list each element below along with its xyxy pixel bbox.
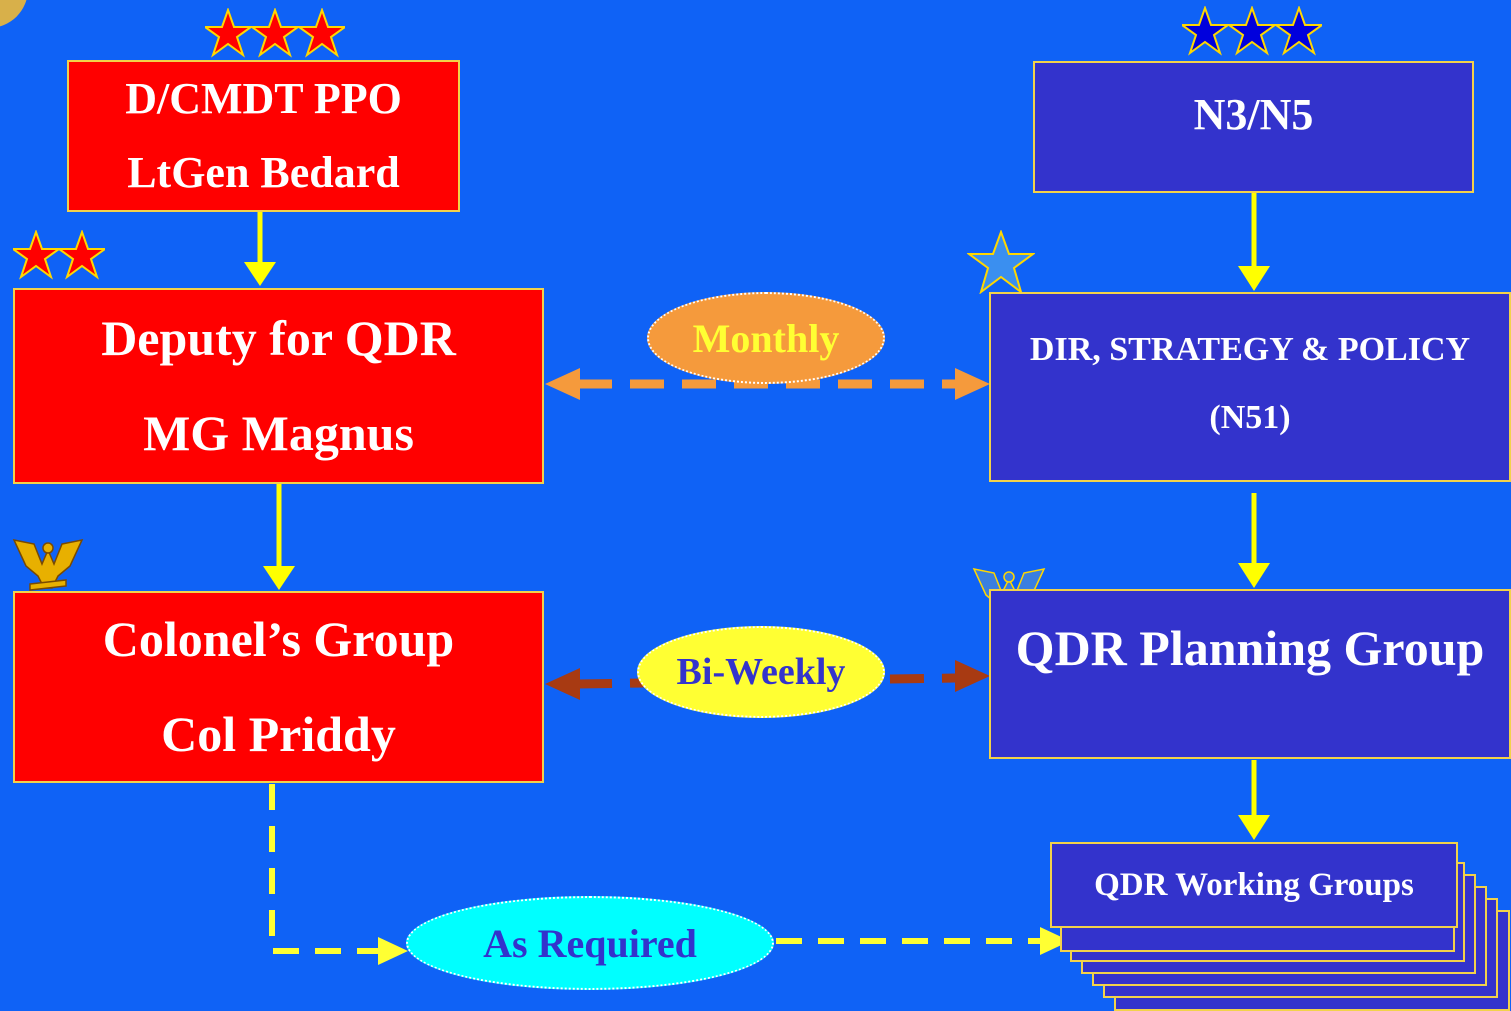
colonels-group-box: Colonel’s Group Col Priddy [13,591,544,783]
colonels-group-title: Colonel’s Group [102,611,455,667]
three-star-icon [205,8,345,58]
arrow-n3n5-to-n51 [1238,193,1270,291]
arrow-deputy-to-colonels [263,484,295,590]
qdr-working-groups-label: QDR Working Groups [1094,866,1414,903]
bi-weekly-label: Bi-Weekly [676,651,846,693]
qdr-planning-group-box: QDR Planning Group [989,589,1511,759]
bi-weekly-oval: Bi-Weekly [637,626,885,718]
arrow-as-required [269,784,1070,965]
n3-n5-title: N3/N5 [1193,90,1314,139]
n3-n5-box: N3/N5 [1033,61,1474,193]
dcmdt-ppo-title: D/CMDT PPO [125,74,402,123]
n51-box: DIR, STRATEGY & POLICY (N51) [989,292,1511,482]
as-required-oval: As Required [406,896,774,990]
two-star-icon [13,230,105,280]
colonels-group-name: Col Priddy [161,706,396,762]
monthly-label: Monthly [692,315,840,361]
deputy-for-qdr-box: Deputy for QDR MG Magnus [13,288,544,484]
dcmdt-ppo-box: D/CMDT PPO LtGen Bedard [67,60,460,212]
eagle-insignia-icon [12,538,84,591]
qdr-planning-group-title: QDR Planning Group [1015,620,1485,676]
arrow-monthly [545,368,990,400]
arrow-planning-to-working [1238,760,1270,840]
n51-title: DIR, STRATEGY & POLICY [1029,331,1471,368]
dcmdt-ppo-name: LtGen Bedard [127,148,400,197]
monthly-oval: Monthly [647,292,885,384]
three-star-icon-navy [1182,6,1322,56]
qdr-working-groups-box: QDR Working Groups [1050,842,1458,928]
arrow-dcmdt-to-deputy [244,212,276,286]
deputy-for-qdr-title: Deputy for QDR [101,310,456,366]
n51-code: (N51) [1209,399,1291,436]
arrow-n51-to-planning [1238,493,1270,588]
one-star-icon [967,230,1035,294]
deputy-for-qdr-name: MG Magnus [143,405,414,461]
as-required-label: As Required [483,920,697,966]
